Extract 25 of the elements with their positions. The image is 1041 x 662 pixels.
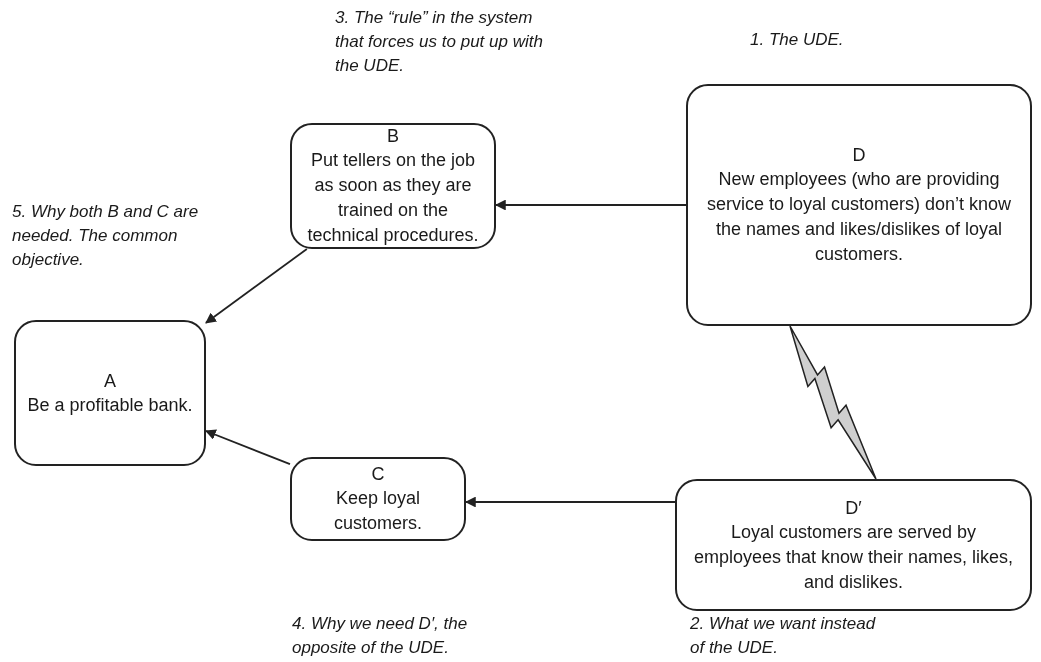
- box-letter: A: [104, 369, 116, 393]
- box-letter: D′: [845, 496, 862, 520]
- box-text: Loyal customers are served by employees that know their names, likes, and dislikes.: [692, 520, 1015, 594]
- conflict-lightning-bolt: [789, 325, 877, 480]
- arrow: [494, 199, 687, 211]
- arrow: [205, 429, 291, 466]
- box-letter: B: [387, 125, 399, 148]
- arrow: [464, 496, 676, 508]
- annotation-note: 3. The “rule” in the system that forces us to put up with the UDE.: [335, 7, 544, 77]
- annotation-note: 2. What we want instead of the UDE.: [690, 613, 877, 659]
- annotation-note: 5. Why both B and C are needed. The common objective.: [12, 201, 200, 271]
- annotation-note: 1. The UDE.: [750, 29, 845, 51]
- process-box: [14, 320, 206, 466]
- arrow: [205, 248, 308, 324]
- box-text: Put tellers on the job as soon as they are trained on the technical procedures.: [306, 149, 480, 247]
- annotation-note: 4. Why we need D′, the opposite of the UDE.: [292, 613, 469, 659]
- box-text: Be a profitable bank.: [27, 393, 193, 417]
- process-box: [290, 123, 496, 249]
- box-text: Keep loyal customers.: [333, 487, 423, 535]
- process-box: [675, 479, 1032, 611]
- process-box: [290, 457, 466, 541]
- box-letter: C: [371, 463, 385, 486]
- box-letter: D: [852, 144, 866, 167]
- box-text: New employees (who are providing service to loyal customers) don’t know the names and likes/dislikes of loyal customers.: [705, 168, 1013, 266]
- process-box: [686, 84, 1032, 326]
